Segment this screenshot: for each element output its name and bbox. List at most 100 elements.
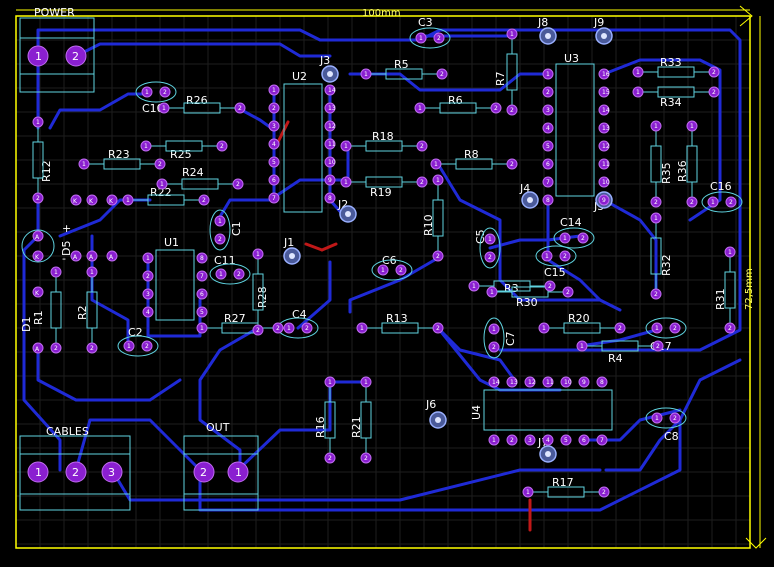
pad-number: 2	[90, 345, 94, 352]
pad	[268, 102, 280, 114]
capacitor-c1	[209, 209, 231, 251]
component-label-c7: C7	[504, 331, 517, 346]
pad-number: 2	[163, 89, 167, 96]
pad-number: 2	[563, 253, 567, 260]
component-label-r21: R21	[350, 416, 363, 438]
pad	[524, 376, 536, 388]
pad-number: 1	[492, 326, 496, 333]
pad-number: 16	[602, 71, 610, 78]
pad	[106, 194, 118, 206]
pad-number: 1	[344, 179, 348, 186]
component-label-j3: J3	[319, 54, 330, 67]
pad-number: 1	[580, 343, 584, 350]
pad-number: 14	[602, 107, 610, 114]
pad	[724, 322, 736, 334]
component-label-j7: J7	[537, 436, 548, 449]
pad-number: 2	[581, 235, 585, 242]
pad	[215, 268, 227, 280]
pin-mark: A	[73, 254, 78, 261]
pad-number: 1	[364, 71, 368, 78]
pad-number: 1	[654, 123, 658, 130]
pad	[541, 250, 553, 262]
pad-number: 2	[436, 325, 440, 332]
pad-number: 5	[272, 159, 276, 166]
pad-number: 2	[272, 105, 276, 112]
pad	[484, 233, 496, 245]
pad	[156, 178, 168, 190]
pad-number: 13	[510, 379, 518, 386]
pad	[86, 194, 98, 206]
pad	[360, 376, 372, 388]
pad	[32, 116, 44, 128]
pad-number: 1	[126, 197, 130, 204]
pad-number: 2	[202, 197, 206, 204]
pad-number: 13	[328, 105, 336, 112]
component-label-c16: C16	[710, 180, 732, 193]
pad	[560, 434, 572, 446]
pad	[32, 342, 44, 354]
pad-number: 2	[510, 107, 514, 114]
pad	[395, 264, 407, 276]
pad-number: 8	[200, 255, 204, 262]
component-label-u4: U4	[470, 405, 483, 420]
svg-text:CABLES: CABLES	[46, 425, 89, 438]
pad	[141, 86, 153, 98]
pad-number: 4	[546, 125, 550, 132]
pad	[686, 120, 698, 132]
pad	[542, 122, 554, 134]
pad	[598, 86, 610, 98]
pad-number: 1	[272, 87, 276, 94]
pad	[141, 340, 153, 352]
dimension-top: 100mm	[362, 8, 401, 19]
pad	[650, 120, 662, 132]
cables-connector: CABLES	[19, 425, 131, 511]
pad	[632, 66, 644, 78]
pad-number: 1	[90, 269, 94, 276]
pin-mark: K	[89, 198, 94, 205]
pad-number: 1	[492, 437, 496, 444]
pad-number: 2	[673, 415, 677, 422]
pad	[360, 68, 372, 80]
pad-number: 1	[690, 123, 694, 130]
pad-number: 1	[545, 253, 549, 260]
u2-outline	[283, 83, 323, 213]
pad-number: 2	[492, 344, 496, 351]
pad	[106, 250, 118, 262]
component-label-r25: R25	[170, 148, 192, 161]
pad	[651, 412, 663, 424]
pad-number: 2	[436, 253, 440, 260]
component-label-r3: R3	[504, 282, 519, 295]
pad	[486, 286, 498, 298]
pad	[78, 158, 90, 170]
component-label-r27: R27	[224, 312, 246, 325]
pad-number: 1	[200, 325, 204, 332]
pad-number: 1	[510, 31, 514, 38]
pad-number: 1	[436, 177, 440, 184]
grid	[15, 15, 750, 548]
component-label-r32: R32	[660, 254, 673, 276]
pad-number: 2	[145, 343, 149, 350]
pad	[542, 86, 554, 98]
pad-number: 2	[654, 291, 658, 298]
pad	[232, 178, 244, 190]
pad-number: 1	[636, 69, 640, 76]
pad-number: 2	[399, 267, 403, 274]
component-label-c1: C1	[230, 221, 243, 236]
pad	[159, 86, 171, 98]
pin-mark: K	[109, 198, 114, 205]
pad-number: 2	[728, 325, 732, 332]
pad-number: 1	[360, 325, 364, 332]
pad	[488, 341, 500, 353]
pad	[86, 266, 98, 278]
pad-number: 6	[546, 161, 550, 168]
pad	[686, 196, 698, 208]
pad-number: 8	[600, 379, 604, 386]
component-label-r12: R12	[40, 160, 53, 182]
pad	[598, 486, 610, 498]
pad	[436, 68, 448, 80]
pad-number: 1	[563, 235, 567, 242]
pad-number: 12	[528, 379, 536, 386]
component-label-c3: C3	[418, 16, 433, 29]
pad	[542, 194, 554, 206]
